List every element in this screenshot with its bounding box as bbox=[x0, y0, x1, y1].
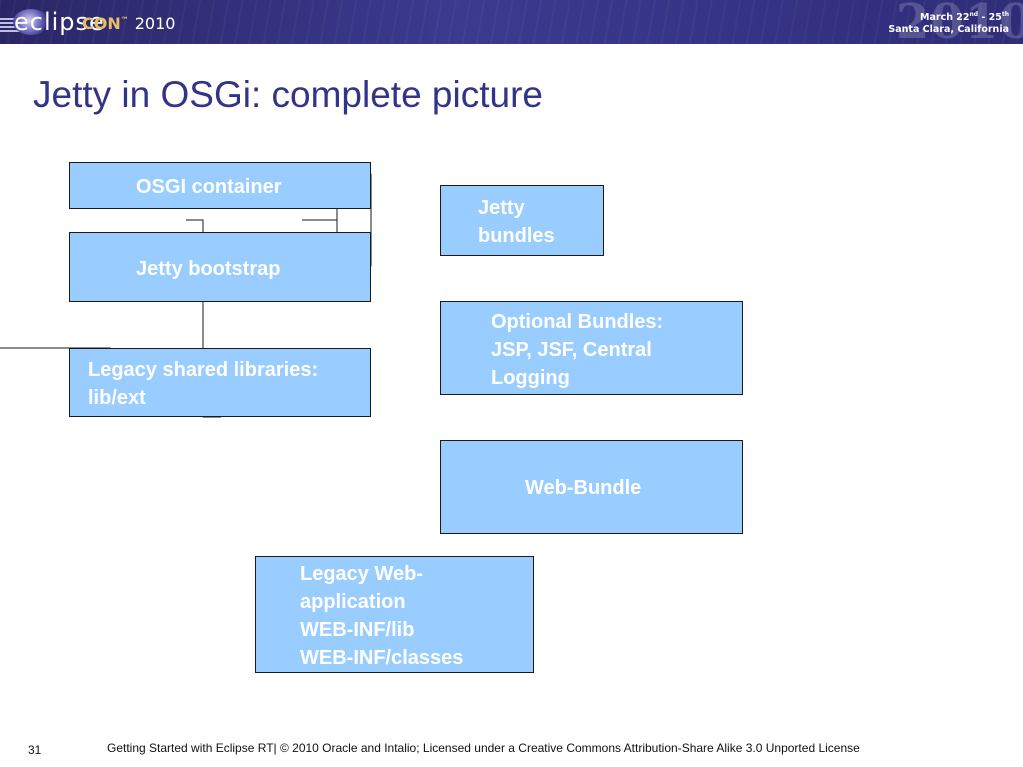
slide-title: Jetty in OSGi: complete picture bbox=[33, 74, 543, 115]
legacy-shared-libraries-box: Legacy shared libraries: lib/ext bbox=[69, 348, 371, 417]
jetty-bundles-box: Jetty bundles bbox=[440, 185, 604, 256]
jetty-bootstrap-box: Jetty bootstrap bbox=[69, 232, 371, 302]
jetty-bootstrap-label: Jetty bootstrap bbox=[136, 258, 281, 280]
banner-texture bbox=[0, 0, 1023, 44]
web-bundle-label: Web-Bundle bbox=[525, 477, 642, 499]
legacy-web-application-box: Legacy Web- application WEB-INF/lib WEB-… bbox=[255, 556, 534, 673]
web-bundle-box: Web-Bundle bbox=[440, 440, 743, 534]
osgi-container-label: OSGI container bbox=[136, 176, 282, 198]
eclipse-orb-icon bbox=[13, 9, 49, 35]
jetty-bundles-label: Jetty bundles bbox=[478, 197, 555, 247]
osgi-container-box: OSGI container bbox=[69, 162, 371, 209]
footer-license-text: Getting Started with Eclipse RT| © 2010 … bbox=[107, 741, 860, 755]
logo-eclipse-word: eclipse bbox=[14, 8, 105, 36]
optional-bundles-label: Optional Bundles: JSP, JSF, Central Logg… bbox=[491, 311, 664, 389]
logo-speed-lines bbox=[0, 18, 20, 34]
page-number: 31 bbox=[28, 743, 42, 757]
legacy-shared-libraries-label: Legacy shared libraries: lib/ext bbox=[88, 359, 319, 409]
optional-bundles-box: Optional Bundles: JSP, JSF, Central Logg… bbox=[440, 301, 743, 395]
watermark-year: 2010 bbox=[896, 0, 1023, 44]
event-dates: March 22nd - 25th Santa Clara, Californi… bbox=[888, 11, 1009, 36]
legacy-web-application-label: Legacy Web- application WEB-INF/lib WEB-… bbox=[300, 563, 464, 669]
